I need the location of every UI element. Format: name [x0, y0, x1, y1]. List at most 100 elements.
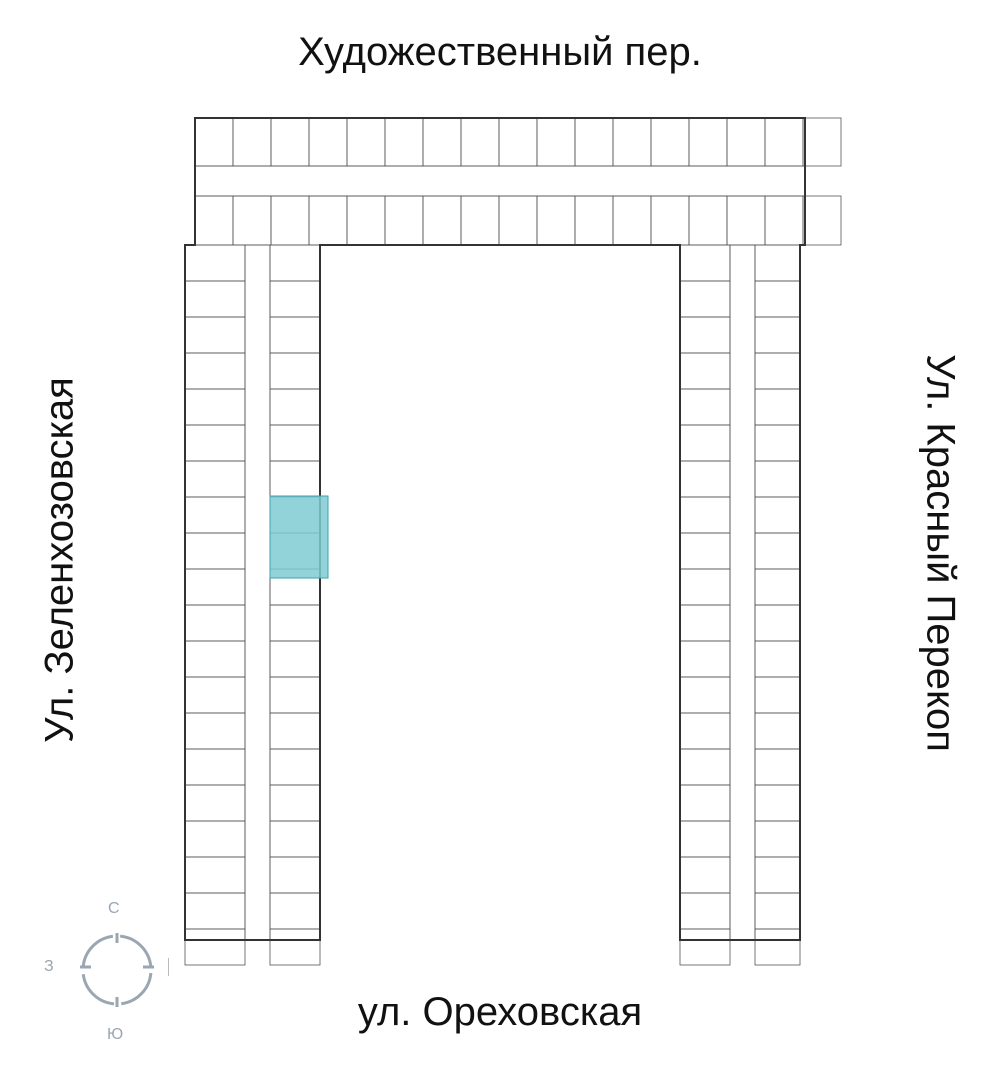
- room: [679, 604, 731, 642]
- room: [754, 496, 801, 534]
- room: [679, 496, 731, 534]
- room: [729, 244, 756, 941]
- room: [754, 676, 801, 714]
- room: [184, 280, 246, 318]
- room: [422, 195, 462, 246]
- room: [184, 388, 246, 426]
- compass-west-label: З: [44, 958, 54, 975]
- room: [346, 195, 386, 246]
- room: [754, 460, 801, 498]
- room: [269, 460, 321, 498]
- room: [184, 928, 246, 966]
- room: [270, 195, 310, 246]
- room: [184, 892, 246, 930]
- room: [269, 784, 321, 822]
- room: [679, 244, 731, 282]
- room: [679, 712, 731, 750]
- room: [679, 532, 731, 570]
- room: [679, 820, 731, 858]
- room: [650, 195, 690, 246]
- room: [679, 352, 731, 390]
- room: [269, 712, 321, 750]
- highlighted-apartment[interactable]: [269, 495, 329, 579]
- room: [754, 424, 801, 462]
- room: [754, 352, 801, 390]
- room: [269, 748, 321, 786]
- room: [754, 568, 801, 606]
- room: [536, 117, 576, 167]
- room: [269, 676, 321, 714]
- room: [679, 424, 731, 462]
- room: [184, 676, 246, 714]
- room: [269, 604, 321, 642]
- room: [764, 117, 804, 167]
- room: [269, 856, 321, 894]
- room: [498, 117, 538, 167]
- room: [726, 195, 766, 246]
- room: [754, 316, 801, 354]
- room: [269, 244, 321, 282]
- room: [184, 424, 246, 462]
- room: [460, 117, 500, 167]
- room: [269, 892, 321, 930]
- street-label-south: ул. Ореховская: [357, 990, 643, 1034]
- room: [754, 640, 801, 678]
- room: [269, 640, 321, 678]
- room: [232, 195, 272, 246]
- room: [184, 568, 246, 606]
- room: [269, 928, 321, 966]
- room: [754, 604, 801, 642]
- room: [679, 568, 731, 606]
- room: [679, 388, 731, 426]
- room: [679, 748, 731, 786]
- room: [650, 117, 690, 167]
- room: [184, 784, 246, 822]
- room: [244, 244, 271, 941]
- room: [754, 244, 801, 282]
- room: [184, 244, 246, 282]
- room: [754, 856, 801, 894]
- room: [679, 280, 731, 318]
- room: [184, 460, 246, 498]
- room: [269, 352, 321, 390]
- room: [184, 496, 246, 534]
- room: [754, 532, 801, 570]
- room: [232, 117, 272, 167]
- room: [184, 532, 246, 570]
- room: [184, 316, 246, 354]
- room: [308, 117, 348, 167]
- room: [194, 165, 806, 197]
- room: [726, 117, 766, 167]
- room: [194, 195, 234, 246]
- room: [679, 676, 731, 714]
- room: [384, 117, 424, 167]
- room: [184, 748, 246, 786]
- room: [269, 820, 321, 858]
- room: [679, 784, 731, 822]
- room: [679, 928, 731, 966]
- room: [184, 352, 246, 390]
- compass-north-label: С: [108, 900, 120, 917]
- room: [574, 195, 614, 246]
- room: [460, 195, 500, 246]
- room: [308, 195, 348, 246]
- street-label-north: Художественный пер.: [298, 30, 702, 74]
- compass-east-label: В: [168, 958, 169, 976]
- room: [679, 316, 731, 354]
- room: [184, 820, 246, 858]
- room: [269, 316, 321, 354]
- room: [754, 748, 801, 786]
- room: [802, 195, 842, 246]
- room: [679, 640, 731, 678]
- room: [802, 117, 842, 167]
- room: [536, 195, 576, 246]
- room: [754, 892, 801, 930]
- room: [269, 388, 321, 426]
- room: [270, 117, 310, 167]
- building-outline: [184, 117, 806, 941]
- room: [384, 195, 424, 246]
- room: [679, 892, 731, 930]
- room: [184, 856, 246, 894]
- room: [574, 117, 614, 167]
